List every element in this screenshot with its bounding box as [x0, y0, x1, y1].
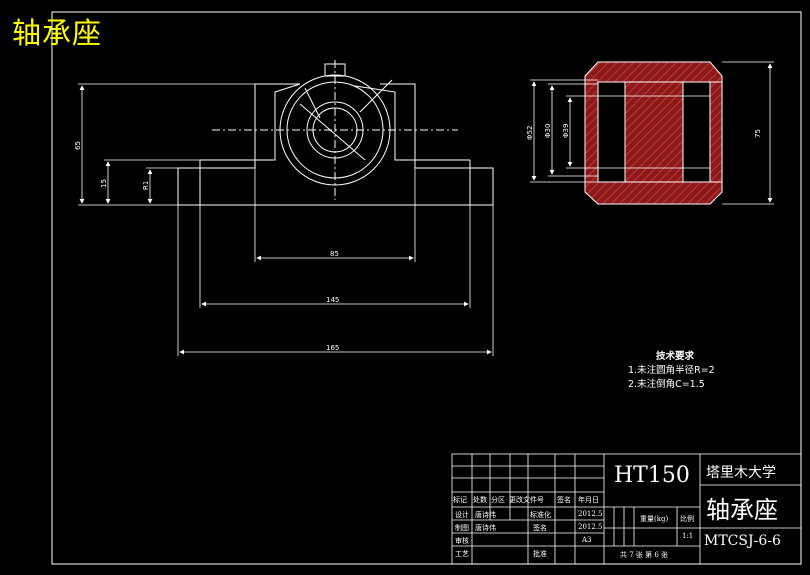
label-approve: 批准 [533, 550, 547, 558]
label-change-doc: 更改文件号 [509, 496, 544, 504]
dim-15: 15 [100, 179, 108, 188]
drawing-border [51, 11, 802, 565]
material-label: HT150 [614, 463, 690, 488]
drawing-title: 轴承座 [12, 16, 103, 50]
school-name: 塔里木大学 [706, 465, 776, 481]
label-scale: 比例 [680, 515, 694, 523]
label-design: 设计 [455, 511, 469, 519]
drawer-name: 唐诗伟 [475, 524, 496, 532]
dim-phi52: Φ52 [526, 126, 534, 140]
part-name: 轴承座 [706, 496, 778, 524]
dim-r1: R1 [142, 181, 150, 190]
dim-65: 65 [74, 141, 82, 150]
label-drawer: 制图 [455, 524, 469, 532]
dim-145: 145 [326, 296, 339, 304]
sheet-size: A3 [582, 536, 592, 544]
drawing-number: MTCSJ-6-6 [704, 533, 781, 549]
label-check: 审核 [455, 537, 469, 545]
tech-item-2: 2.未注倒角C=1.5 [628, 379, 705, 390]
label-weight: 重量(kg) [640, 515, 669, 523]
label-mark: 标记 [453, 496, 467, 504]
label-standardize: 标准化 [530, 511, 551, 519]
dim-phi30: Φ30 [544, 124, 552, 138]
tech-item-1: 1.未注圆角半径R=2 [628, 365, 715, 376]
label-zone: 分区 [491, 496, 505, 504]
dim-phi39: Φ39 [562, 124, 570, 138]
front-dimensions [78, 83, 494, 356]
side-dimensions [530, 61, 774, 205]
label-date: 年月日 [578, 496, 599, 504]
dim-75: 75 [754, 129, 762, 138]
label-sign-2: 签名 [533, 524, 547, 532]
tech-heading: 技术要求 [656, 351, 695, 362]
front-view [177, 60, 494, 206]
title-block [451, 453, 802, 565]
dim-165: 165 [326, 344, 339, 352]
date-2: 2012.5 [578, 523, 603, 531]
label-process: 工艺 [455, 550, 469, 558]
sheet-count: 共 7 张 第 6 张 [620, 551, 669, 559]
dim-85: 85 [330, 250, 339, 258]
label-sign: 签名 [557, 496, 571, 504]
designer-name: 唐诗伟 [475, 511, 496, 519]
scale-value: 1:1 [682, 532, 694, 540]
side-view [584, 61, 723, 205]
label-count: 处数 [473, 496, 487, 504]
tech-requirements: 技术要求 1.未注圆角半径R=2 2.未注倒角C=1.5 [628, 350, 715, 392]
date-1: 2012.5 [578, 510, 603, 518]
